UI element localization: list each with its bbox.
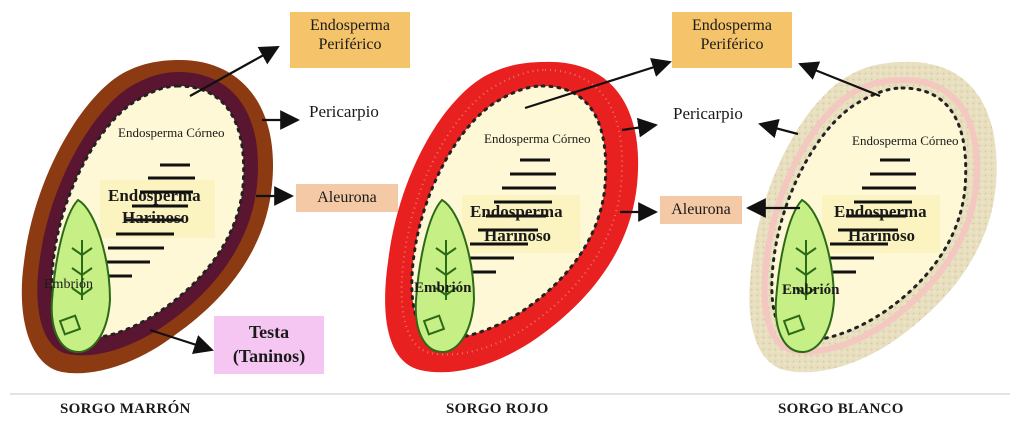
caption-sorgo-marron: SORGO MARRÓN xyxy=(60,401,191,418)
label-endosperma-harinoso-blanco-2: Harinoso xyxy=(848,226,915,246)
label-embrion-marron: Embrión xyxy=(44,277,93,293)
label-embrion-rojo: Embrión xyxy=(414,280,472,297)
caption-sorgo-rojo: SORGO ROJO xyxy=(446,401,549,418)
label-endosperma-corneo-blanco: Endosperma Córneo xyxy=(852,134,959,149)
label-aleurona-rojo: Aleurona xyxy=(660,200,742,219)
label-embrion-blanco: Embrión xyxy=(782,282,840,299)
label-endosperma-periferico-marron: Endosperma Periférico xyxy=(290,16,410,54)
label-endosperma-harinoso-rojo-1: Endosperma xyxy=(470,202,563,222)
label-testa-line1: Testa xyxy=(214,322,324,344)
label-aleurona-marron: Aleurona xyxy=(296,188,398,207)
label-endosperma-periferico-rojo: Endosperma Periférico xyxy=(672,16,792,54)
label-testa-line2: (Taninos) xyxy=(214,346,324,368)
label-endosperma-corneo-rojo: Endosperma Córneo xyxy=(484,132,591,147)
caption-sorgo-blanco: SORGO BLANCO xyxy=(778,401,904,418)
text-endosperma-periferico-marron: Endosperma Periférico xyxy=(310,17,390,53)
label-endosperma-harinoso-rojo-2: Harinoso xyxy=(484,226,551,246)
label-endosperma-corneo-marron: Endosperma Córneo xyxy=(118,126,225,141)
label-endosperma-harinoso-marron-1: Endosperma xyxy=(108,186,201,206)
label-endosperma-harinoso-blanco-1: Endosperma xyxy=(834,202,927,222)
label-pericarpio-rojo: Pericarpio xyxy=(673,104,743,124)
label-pericarpio-marron: Pericarpio xyxy=(309,102,379,122)
text-endosperma-periferico-rojo: Endosperma Periférico xyxy=(692,17,772,53)
label-endosperma-harinoso-marron-2: Harinoso xyxy=(122,208,189,228)
